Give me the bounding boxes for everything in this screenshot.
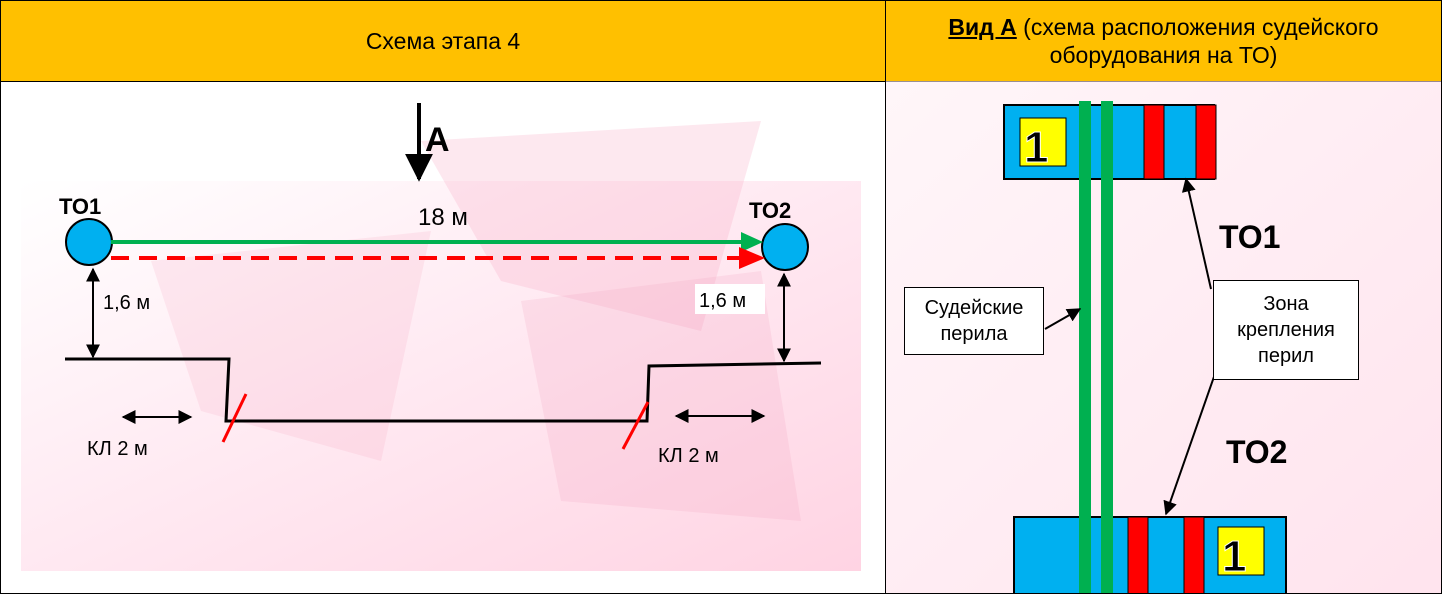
to2-zone-2 xyxy=(1183,516,1205,593)
to2-marker: 1 xyxy=(1222,532,1246,581)
view-a-title-rest: (схема расположения судейского оборудова… xyxy=(1016,14,1379,68)
view-to2-label: ТО2 xyxy=(1226,434,1287,470)
to1-zone-2 xyxy=(1195,104,1217,180)
judge-rails-box: Судейские перила xyxy=(904,287,1044,355)
to1-label: ТО1 xyxy=(59,194,101,219)
background-tint xyxy=(21,181,861,571)
to1-marker: 1 xyxy=(1024,123,1048,172)
rail-pointer xyxy=(1044,308,1082,330)
zone-box: Зона крепления перил xyxy=(1213,280,1359,380)
view-a-title-bold: Вид А xyxy=(948,14,1017,40)
scheme-drawing: А ТО1 ТО2 18 м 1,6 м 1,6 м КЛ 2 м xyxy=(21,103,861,571)
view-to1-label: ТО1 xyxy=(1219,219,1280,255)
scheme-panel: А ТО1 ТО2 18 м 1,6 м 1,6 м КЛ 2 м xyxy=(0,81,886,594)
to1-zone-1 xyxy=(1143,104,1165,180)
green-rope-arrowhead xyxy=(741,232,763,252)
kl-left-label: КЛ 2 м xyxy=(87,438,148,460)
height-left-label: 1,6 м xyxy=(103,292,150,314)
node-to2 xyxy=(761,223,809,271)
zone-pointer-top xyxy=(1181,177,1212,290)
height-right-label: 1,6 м xyxy=(699,290,746,312)
direction-label: А xyxy=(425,121,450,159)
zone-box-label: Зона крепления перил xyxy=(1237,293,1335,367)
to1-marker-bg xyxy=(1019,117,1067,167)
to2-zone-1 xyxy=(1127,516,1149,593)
height-right-label-bg xyxy=(695,284,765,314)
distance-label: 18 м xyxy=(418,204,468,231)
node-to1 xyxy=(65,218,113,266)
view-a-header: Вид А (схема расположения судейского обо… xyxy=(885,0,1442,82)
background-shard xyxy=(151,231,431,461)
judge-rail-2 xyxy=(1101,101,1113,593)
to2-label: ТО2 xyxy=(749,198,791,223)
view-a-title: Вид А (схема расположения судейского обо… xyxy=(886,13,1441,69)
background-shard xyxy=(421,121,761,331)
control-line-left xyxy=(221,393,248,443)
judge-rail-1 xyxy=(1079,101,1091,593)
zone-pointer-bottom xyxy=(1163,370,1217,516)
scheme-title: Схема этапа 4 xyxy=(365,28,521,54)
scheme-header: Схема этапа 4 xyxy=(0,0,886,82)
ground-profile xyxy=(65,357,822,423)
judge-rails-box-label: Судейские перила xyxy=(924,297,1024,345)
red-rope-arrowhead xyxy=(739,247,765,269)
background-shard xyxy=(521,271,801,521)
to2-marker-bg xyxy=(1217,526,1265,576)
view-a-panel: 1 1 ТО1 ТО2 Судейские перила Зона крепле xyxy=(885,81,1442,594)
kl-right-label: КЛ 2 м xyxy=(658,445,719,467)
control-line-right xyxy=(621,401,650,450)
